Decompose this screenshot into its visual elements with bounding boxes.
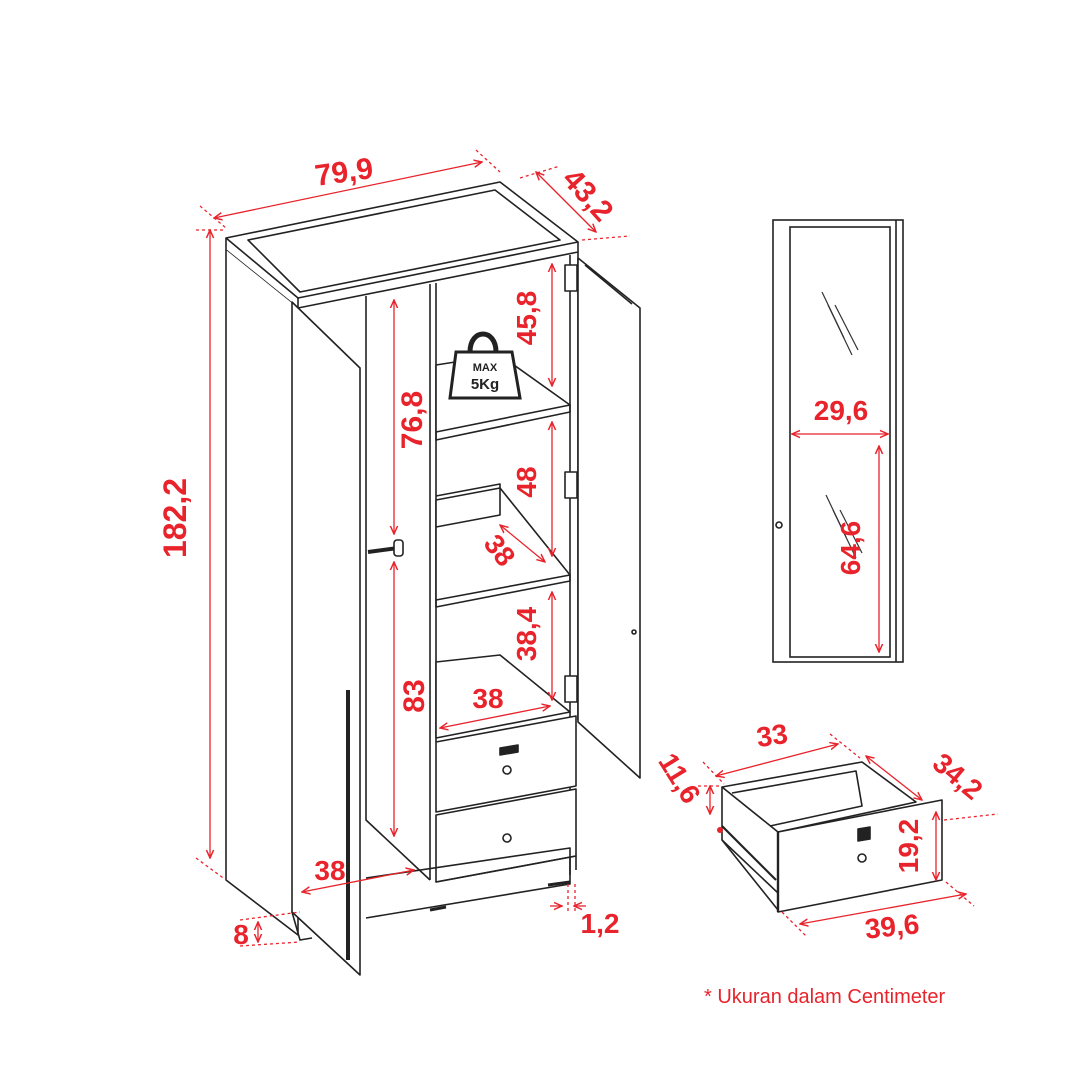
wardrobe-drawing: [225, 181, 641, 976]
base-depth-label: 38: [314, 855, 345, 886]
middle-compartment-label: 48: [511, 466, 542, 497]
hanging-upper-label: 76,8: [396, 391, 429, 449]
mirror-height-label: 64,6: [835, 521, 866, 576]
weight-icon: MAX 5Kg: [448, 331, 522, 400]
units-footnote: * Ukuran dalam Centimeter: [704, 986, 946, 1008]
drawer-dimension-lines: [698, 733, 999, 937]
mirror-width-label: 29,6: [814, 395, 869, 426]
badge-weight: 5Kg: [471, 376, 499, 393]
drawer-side-height-label: 11,6: [652, 748, 706, 809]
shelf-width-label: 38: [472, 683, 503, 714]
lower-compartment-label: 38,4: [511, 606, 542, 661]
mirror-glare-icon: [821, 291, 863, 559]
height-label: 182,2: [157, 478, 193, 558]
door-dimension-lines: [792, 434, 888, 652]
hanging-lower-label: 83: [398, 679, 431, 712]
wardrobe-dimension-lines: [195, 149, 631, 947]
top-compartment-label: 45,8: [511, 291, 542, 346]
drawer-front-width-label: 39,6: [863, 908, 920, 945]
width-label: 79,9: [313, 152, 375, 193]
drawer-depth-label: 34,2: [927, 747, 989, 806]
door-front-view: [772, 219, 904, 663]
leg-label: 1,2: [581, 908, 620, 939]
drawer-front-height-label: 19,2: [893, 819, 924, 874]
plinth-label: 8: [233, 919, 249, 950]
drawer-width-label: 33: [754, 718, 789, 753]
badge-max: MAX: [473, 362, 498, 374]
depth-label: 43,2: [556, 163, 620, 228]
